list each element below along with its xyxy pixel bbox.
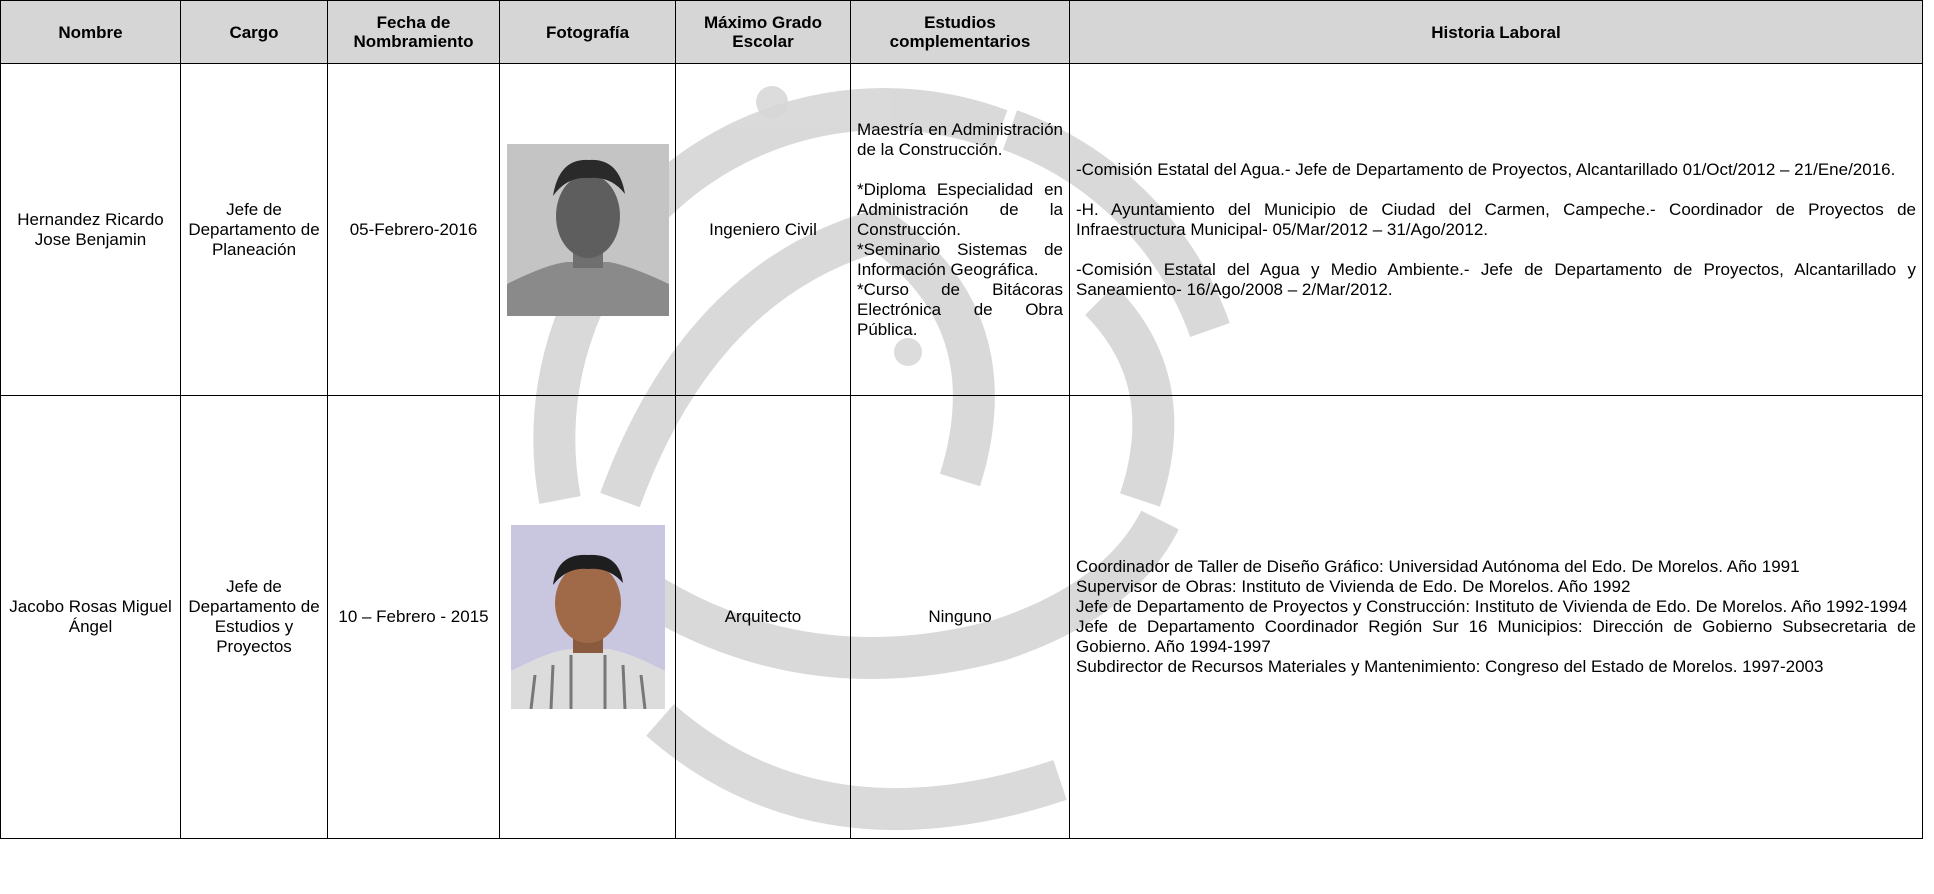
cell-grado: Ingeniero Civil (675, 63, 851, 396)
cell-grado: Arquitecto (675, 395, 851, 839)
cell-historia: Coordinador de Taller de Diseño Gráfico:… (1069, 395, 1923, 839)
studies-line: Maestría en Administración de la Constru… (857, 119, 1063, 159)
history-entry: Jefe de Departamento Coordinador Región … (1076, 617, 1916, 656)
cell-fecha: 05-Febrero-2016 (327, 63, 500, 396)
studies-line: Ninguno (928, 607, 992, 626)
table-row: Jacobo Rosas Miguel Ángel Jefe de Depart… (0, 395, 1923, 839)
header-historia: Historia Laboral (1069, 0, 1923, 64)
header-fecha: Fecha de Nombramiento (327, 0, 500, 64)
history-entry: Supervisor de Obras: Instituto de Vivien… (1076, 577, 1631, 596)
cell-fotografia (499, 395, 676, 839)
cell-fecha: 10 – Febrero - 2015 (327, 395, 500, 839)
header-grado: Máximo Grado Escolar (675, 0, 851, 64)
header-cargo: Cargo (180, 0, 328, 64)
cell-nombre: Hernandez Ricardo Jose Benjamin (0, 63, 181, 396)
cell-cargo: Jefe de Departamento de Planeación (180, 63, 328, 396)
history-entry: -H. Ayuntamiento del Municipio de Ciudad… (1076, 199, 1916, 239)
person-photo (506, 143, 669, 316)
cell-cargo: Jefe de Departamento de Estudios y Proye… (180, 395, 328, 839)
studies-line: *Curso de Bitácoras Electrónica de Obra … (857, 279, 1063, 339)
table-row: Hernandez Ricardo Jose Benjamin Jefe de … (0, 63, 1923, 396)
cell-estudios: Maestría en Administración de la Constru… (850, 63, 1070, 396)
studies-line: *Seminario Sistemas de Información Geogr… (857, 239, 1063, 279)
studies-line: *Diploma Especialidad en Administración … (857, 179, 1063, 239)
cell-historia: -Comisión Estatal del Agua.- Jefe de Dep… (1069, 63, 1923, 396)
person-photo (510, 525, 665, 709)
history-entry: -Comisión Estatal del Agua.- Jefe de Dep… (1076, 159, 1896, 179)
history-entry: Subdirector de Recursos Materiales y Man… (1076, 657, 1824, 676)
header-row: Nombre Cargo Fecha de Nombramiento Fotog… (0, 0, 1923, 64)
header-fotografia: Fotografía (499, 0, 676, 64)
cell-nombre: Jacobo Rosas Miguel Ángel (0, 395, 181, 839)
header-estudios: Estudios complementarios (850, 0, 1070, 64)
cell-estudios: Ninguno (850, 395, 1070, 839)
history-entry: Coordinador de Taller de Diseño Gráfico:… (1076, 557, 1800, 576)
cell-fotografia (499, 63, 676, 396)
history-entry: Jefe de Departamento de Proyectos y Cons… (1076, 597, 1908, 616)
history-entry: -Comisión Estatal del Agua y Medio Ambie… (1076, 259, 1916, 299)
header-nombre: Nombre (0, 0, 181, 64)
staff-table: Nombre Cargo Fecha de Nombramiento Fotog… (0, 0, 1923, 839)
